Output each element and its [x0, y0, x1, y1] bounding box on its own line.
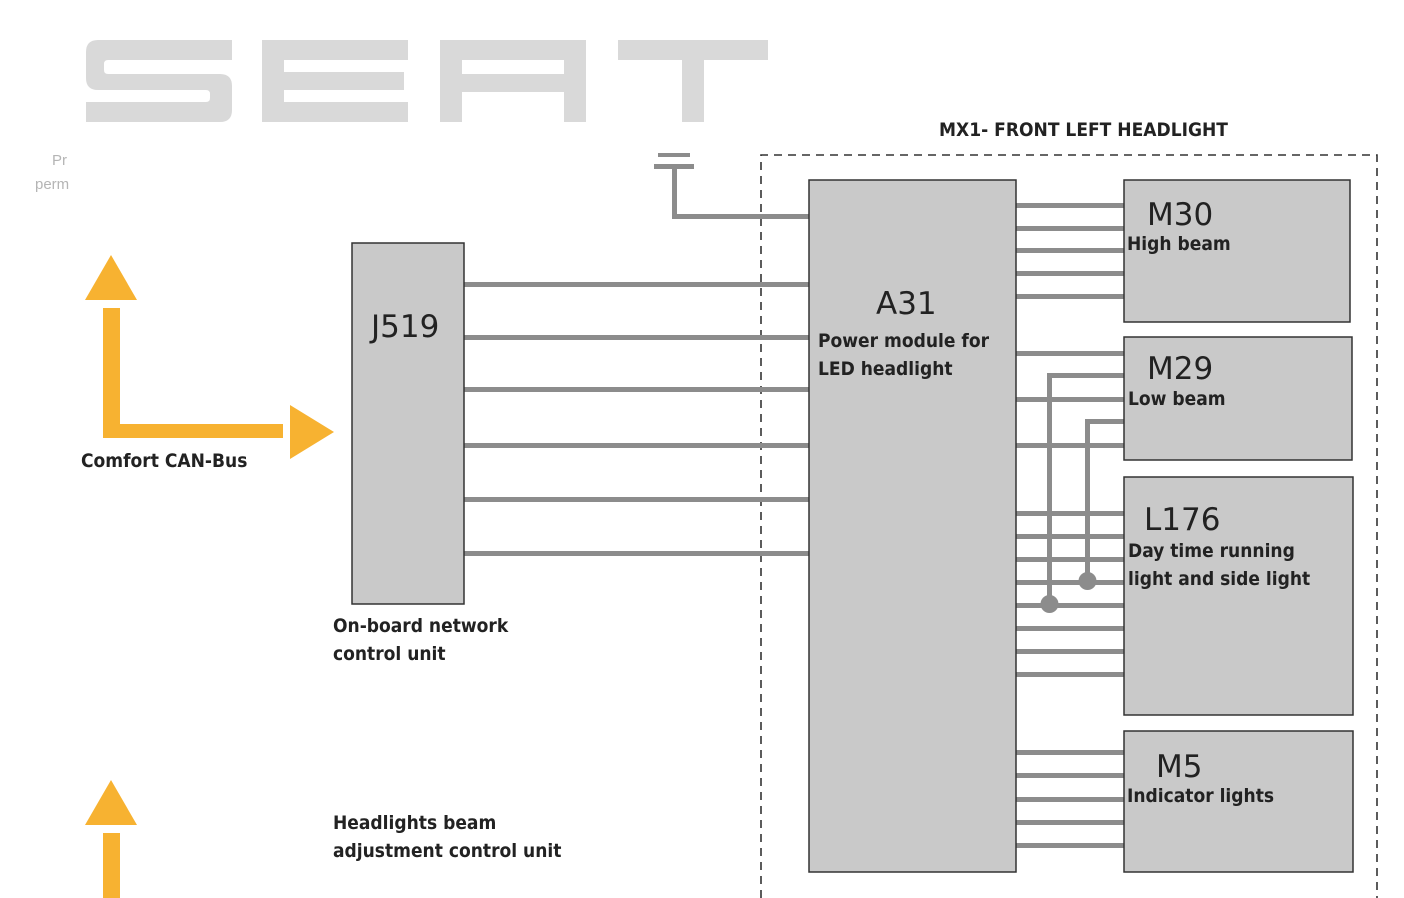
a31-name: LED headlight	[818, 358, 953, 380]
a31-name: Power module for	[818, 330, 990, 352]
m30-box	[1123, 179, 1351, 323]
headlight-group-title: MX1- FRONT LEFT HEADLIGHT	[939, 119, 1228, 141]
a31-m30-wires	[1016, 203, 1125, 299]
m5-code: M5	[1156, 749, 1203, 785]
a31-code: A31	[876, 286, 937, 322]
headlight-group-frame	[760, 154, 1378, 898]
watermark-text: Pr	[52, 152, 67, 169]
comfort-can-label: Comfort CAN-Bus	[81, 450, 248, 472]
j519-code: J519	[371, 309, 440, 345]
can-bus-arrow-icon	[85, 255, 334, 459]
ground-icon	[654, 153, 809, 219]
junction-dot	[1078, 572, 1097, 590]
m29-code: M29	[1147, 351, 1214, 387]
m30-name: High beam	[1127, 233, 1231, 255]
m29-box	[1123, 336, 1353, 461]
m30-code: M30	[1147, 197, 1214, 233]
beam-adjust-label: adjustment control unit	[333, 840, 562, 862]
l176-box	[1123, 476, 1354, 716]
m29-name: Low beam	[1128, 388, 1226, 410]
j519-name: On-board network	[333, 615, 509, 637]
junction-dot	[1040, 595, 1059, 613]
a31-box	[808, 179, 1017, 873]
j519-name: control unit	[333, 643, 446, 665]
j519-a31-wires	[464, 282, 809, 556]
beam-adjust-label: Headlights beam	[333, 812, 497, 834]
l176-name: light and side light	[1128, 568, 1311, 590]
m5-name: Indicator lights	[1127, 785, 1275, 807]
l176-name: Day time running	[1128, 540, 1295, 562]
a31-m29-wires	[1016, 351, 1125, 605]
m5-box	[1123, 730, 1354, 873]
beam-adjust-arrow-icon	[85, 780, 137, 898]
j519-box	[351, 242, 465, 605]
a31-l176-wires	[1016, 511, 1125, 677]
l176-code: L176	[1144, 502, 1221, 538]
watermark-text: perm	[35, 176, 70, 193]
a31-m5-wires	[1016, 750, 1125, 848]
